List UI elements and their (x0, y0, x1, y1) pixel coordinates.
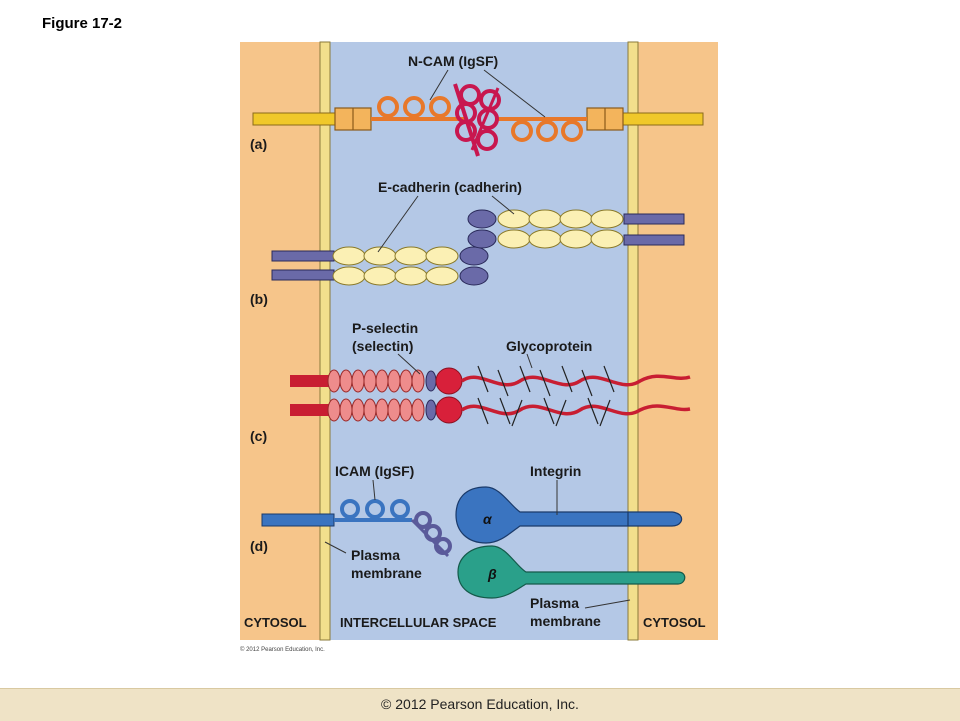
ncam-label: N-CAM (IgSF) (408, 53, 498, 69)
footer-copyright: © 2012 Pearson Education, Inc. (381, 696, 579, 712)
figure-title: Figure 17-2 (42, 15, 123, 32)
section-a-label: (a) (250, 136, 267, 152)
plasma-membrane-right-line2: membrane (530, 613, 601, 629)
ecadherin-group (271, 195, 685, 286)
section-b-label: (b) (250, 291, 268, 307)
footer-bar: © 2012 Pearson Education, Inc. (0, 688, 960, 721)
intercellular-space-label: INTERCELLULAR SPACE (340, 615, 497, 630)
plasma-membrane-right-line1: Plasma (530, 595, 579, 611)
cytosol-right-label: CYTOSOL (643, 615, 706, 630)
plasma-membrane-left-line1: Plasma (351, 547, 400, 563)
cytosol-left-region (240, 42, 322, 640)
icam-integrin-group (261, 479, 686, 609)
ncam-group (252, 69, 704, 157)
plasma-membrane-left-line2: membrane (351, 565, 422, 581)
pselectin-label-line1: P-selectin (352, 320, 418, 336)
pselectin-label-line2: (selectin) (352, 338, 413, 354)
small-copyright: © 2012 Pearson Education, Inc. (240, 646, 325, 653)
ecadherin-label: E-cadherin (cadherin) (378, 179, 522, 195)
beta-subunit-label: β (487, 566, 497, 582)
glycoprotein-label: Glycoprotein (506, 338, 592, 354)
selectin-group (290, 353, 691, 427)
icam-label: ICAM (IgSF) (335, 463, 414, 479)
cytosol-right-region (636, 42, 718, 640)
alpha-subunit-label: α (483, 511, 493, 527)
cell-adhesion-diagram: N-CAM (IgSF) (a) (240, 41, 718, 653)
integrin-label: Integrin (530, 463, 581, 479)
membrane-right (627, 41, 639, 641)
membrane-left (319, 41, 331, 641)
section-d-label: (d) (250, 538, 268, 554)
section-c-label: (c) (250, 428, 267, 444)
cytosol-left-label: CYTOSOL (244, 615, 307, 630)
